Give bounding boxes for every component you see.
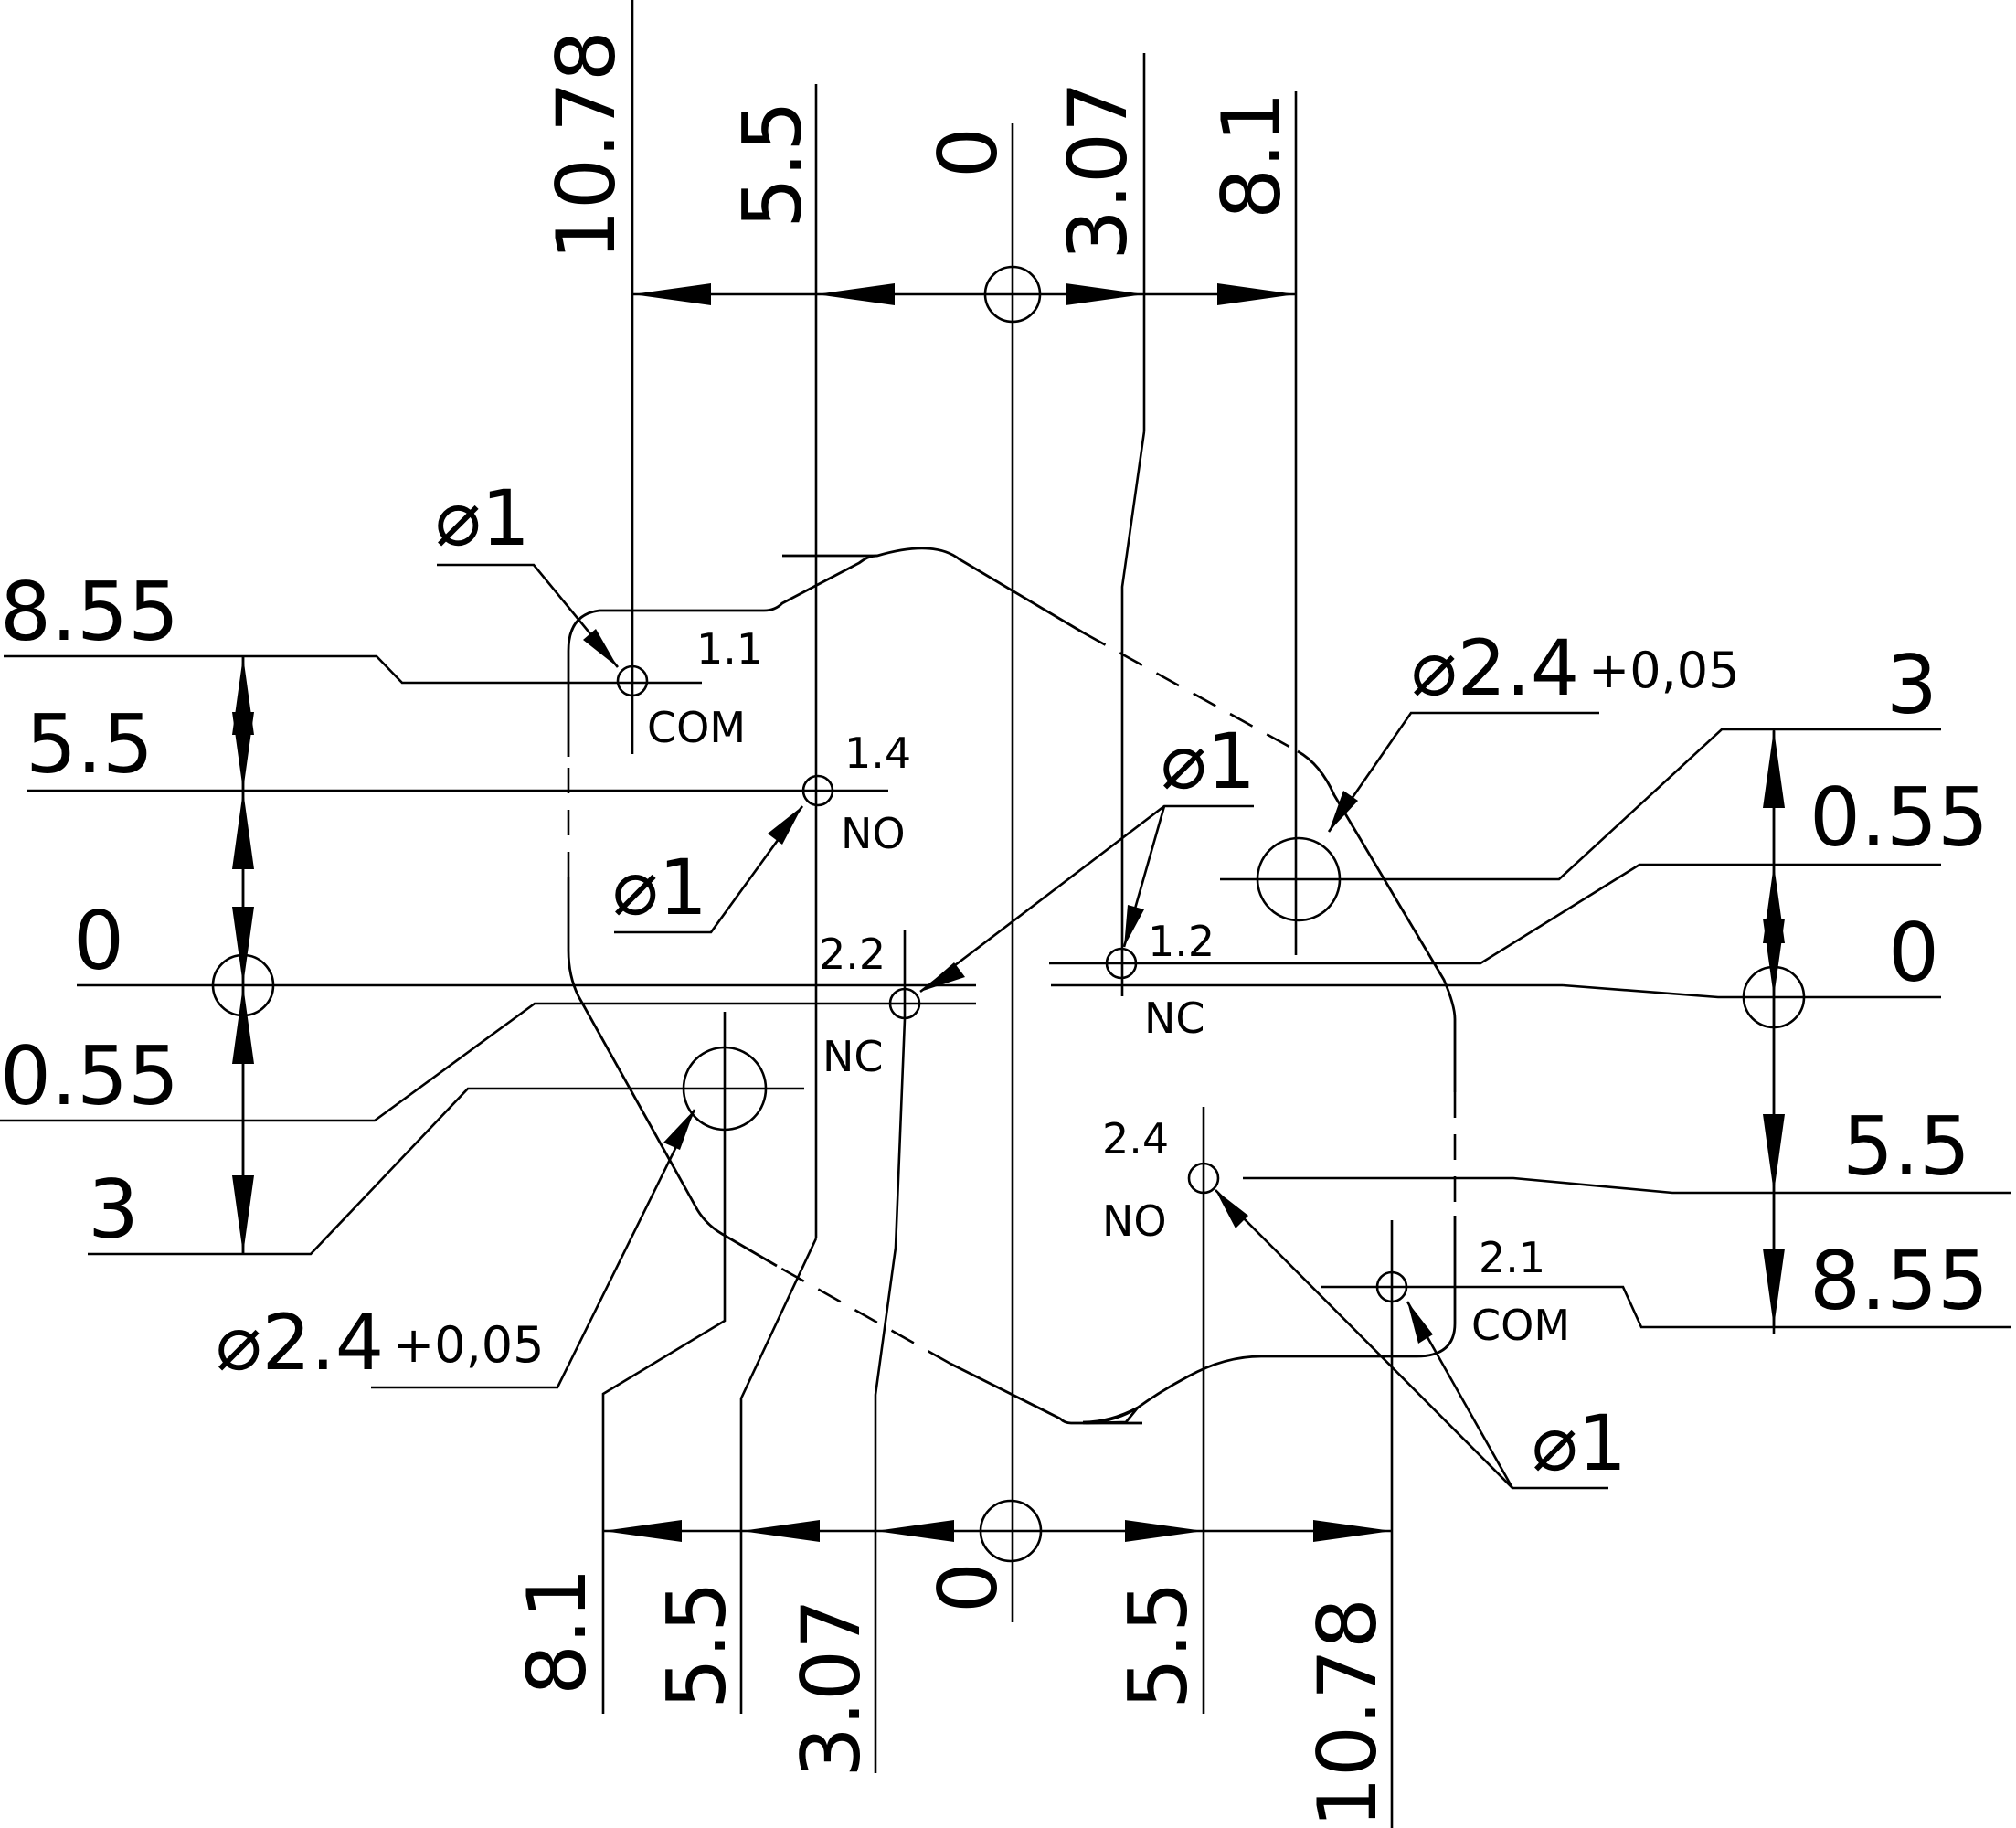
bottom-dimension-values: 8.1 5.5 3.07 0 5.5 10.78 xyxy=(510,1562,1395,1828)
pin-1-2-number: 1.2 xyxy=(1148,917,1215,966)
top-dim-3-07: 3.07 xyxy=(1051,81,1145,260)
right-dim-5-5: 5.5 xyxy=(1842,1100,1970,1194)
top-dim-10-78: 10.78 xyxy=(539,30,633,260)
bottom-dim-3-07: 3.07 xyxy=(784,1599,878,1778)
top-dim-0: 0 xyxy=(921,127,1015,178)
bottom-dim-10-78: 10.78 xyxy=(1300,1598,1395,1828)
right-dim-8-55: 8.55 xyxy=(1809,1234,1989,1328)
left-dim-0: 0 xyxy=(73,894,124,988)
callout-dia2-4-left-tolerance: +0,05 xyxy=(393,1316,544,1374)
pin-2-4-type: NO xyxy=(1102,1196,1167,1246)
top-dim-5-5: 5.5 xyxy=(726,101,820,228)
right-dim-0: 0 xyxy=(1888,906,1939,1000)
right-dimension-values: 3 0.55 0 5.5 8.55 xyxy=(1809,638,1989,1328)
callout-dia2-4-left: ⌀2.4 xyxy=(216,1298,384,1387)
pin-1-1-type: COM xyxy=(647,703,746,752)
callout-dia1-top-left: ⌀1 xyxy=(435,473,530,563)
top-dim-8-1: 8.1 xyxy=(1204,91,1299,219)
pin-1-1-number: 1.1 xyxy=(696,624,763,674)
right-dim-0-55: 0.55 xyxy=(1809,771,1989,865)
callout-leaders xyxy=(371,563,1608,1490)
left-dim-0-55: 0.55 xyxy=(0,1029,179,1123)
callout-dia2-4-right: ⌀2.4 xyxy=(1411,623,1579,713)
pin-2-2-number: 2.2 xyxy=(819,930,886,979)
pin-2-2-type: NC xyxy=(822,1032,884,1081)
callout-dia1-center: ⌀1 xyxy=(1161,717,1256,806)
callout-dia1-bottom-right: ⌀1 xyxy=(1532,1398,1627,1488)
bottom-dim-0: 0 xyxy=(921,1562,1015,1613)
callout-labels: ⌀1 ⌀1 ⌀1 ⌀1 ⌀2.4 +0,05 ⌀2.4 +0,05 xyxy=(216,473,1739,1488)
pin-2-1-number: 2.1 xyxy=(1479,1233,1545,1282)
pin-1-4-type: NO xyxy=(841,809,906,858)
bottom-dim-5-5-left: 5.5 xyxy=(650,1581,744,1709)
pin-2-1-type: COM xyxy=(1471,1301,1570,1350)
bottom-dim-8-1: 8.1 xyxy=(510,1568,604,1695)
pin-2-4-number: 2.4 xyxy=(1102,1114,1169,1164)
pin-1-2-type: NC xyxy=(1144,994,1205,1043)
bottom-dimension-lines xyxy=(601,930,1394,1828)
left-dim-3: 3 xyxy=(88,1163,139,1257)
right-dim-3: 3 xyxy=(1886,638,1937,732)
bottom-dim-5-5-right: 5.5 xyxy=(1111,1581,1205,1709)
top-dimension-values: 10.78 5.5 0 3.07 8.1 xyxy=(539,30,1299,260)
left-dimension-lines xyxy=(0,654,976,1256)
callout-dia2-4-right-tolerance: +0,05 xyxy=(1588,642,1739,699)
callout-dia1-mid-left: ⌀1 xyxy=(612,843,707,932)
pin-1-4-number: 1.4 xyxy=(844,728,911,778)
left-dim-8-55: 8.55 xyxy=(0,565,179,659)
left-dim-5-5: 5.5 xyxy=(26,697,154,792)
left-dimension-values: 8.55 5.5 0 0.55 3 xyxy=(0,565,179,1257)
right-dimension-lines xyxy=(1049,728,2011,1329)
top-dimension-lines xyxy=(631,0,1298,1238)
center-lines xyxy=(77,123,1941,1622)
pin-labels: 1.1 COM 1.4 NO 2.2 NC 1.2 NC 2.4 NO 2.1 … xyxy=(647,624,1570,1350)
